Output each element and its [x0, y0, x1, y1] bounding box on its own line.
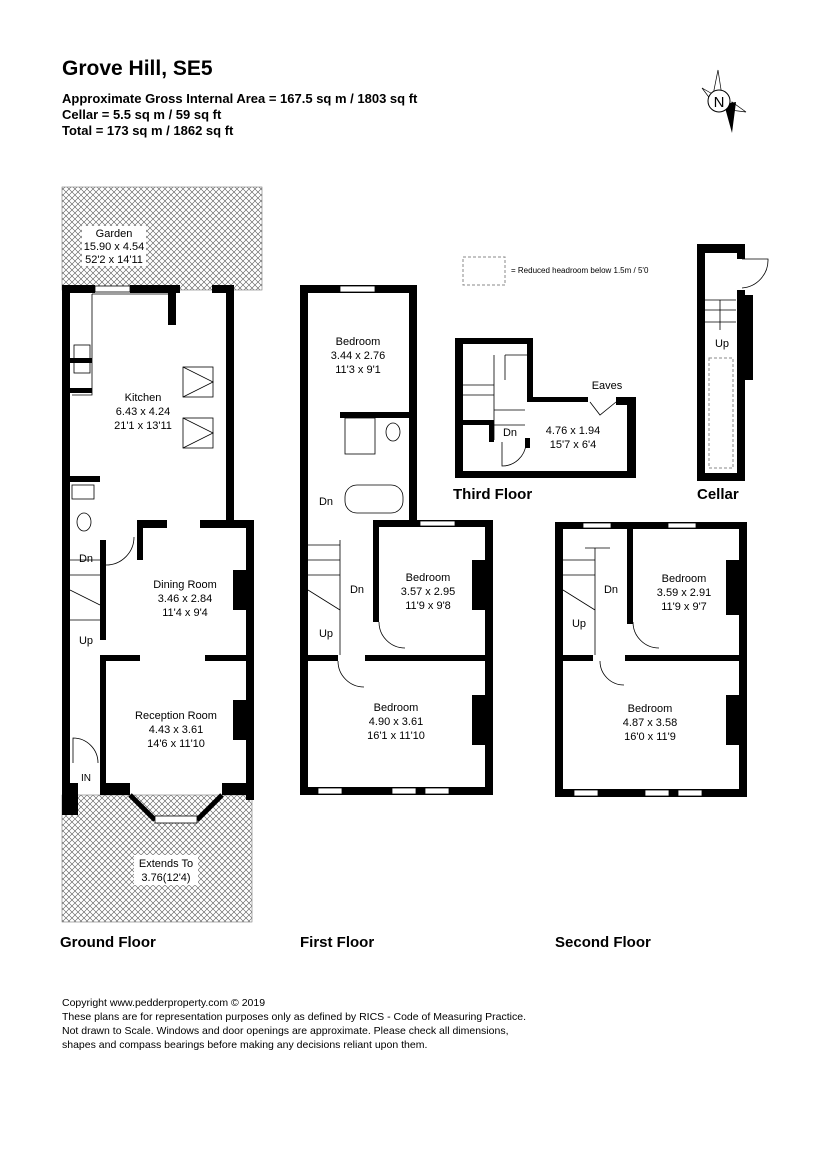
first-dn-label-1: Dn [319, 496, 333, 508]
second-mid-bedroom-metric: 3.59 x 2.91 [657, 587, 711, 599]
dining-name: Dining Room [153, 579, 217, 591]
dining-metric: 3.46 x 2.84 [158, 593, 212, 605]
first-front-bedroom-imperial: 16'1 x 11'10 [367, 730, 425, 742]
eaves-label: Eaves [592, 380, 623, 392]
first-floor-label: First Floor [300, 934, 374, 951]
first-mid-bedroom-metric: 3.57 x 2.95 [401, 586, 455, 598]
front-metric: 3.76(12'4) [141, 872, 190, 884]
third-room-metric: 4.76 x 1.94 [546, 425, 600, 437]
total-area: Total = 173 sq m / 1862 sq ft [62, 123, 234, 138]
page-title: Grove Hill, SE5 [62, 57, 213, 80]
gross-area: Approximate Gross Internal Area = 167.5 … [62, 91, 418, 106]
third-floor-plan: Dn Eaves 4.76 x 1.94 15'7 x 6'4 Third Fl… [453, 338, 636, 503]
third-dn-label: Dn [503, 427, 517, 439]
first-front-bedroom-name: Bedroom [374, 702, 419, 714]
reception-metric: 4.43 x 3.61 [149, 724, 203, 736]
reception-name: Reception Room [135, 710, 217, 722]
first-floor-plan: Dn Dn Up Bedroom 3.44 x 2.76 11'3 x 9'1 … [300, 285, 493, 951]
disclaimer-line-3: shapes and compass bearings before makin… [62, 1039, 428, 1051]
front-name: Extends To [139, 858, 193, 870]
cellar-label: Cellar [697, 486, 739, 503]
third-room-imperial: 15'7 x 6'4 [550, 439, 596, 451]
second-floor-plan: Dn Up Bedroom 3.59 x 2.91 11'9 x 9'7 Bed… [555, 522, 747, 951]
disclaimer-line-2: Not drawn to Scale. Windows and door ope… [62, 1025, 509, 1037]
garden-metric: 15.90 x 4.54 [84, 241, 145, 253]
footer-disclaimer: Copyright www.pedderproperty.com © 2019 … [62, 996, 526, 1052]
first-dn-label-2: Dn [350, 584, 364, 596]
second-mid-bedroom-name: Bedroom [662, 573, 707, 585]
first-mid-bedroom-name: Bedroom [406, 572, 451, 584]
third-floor-label: Third Floor [453, 486, 532, 503]
kitchen-metric: 6.43 x 4.24 [116, 406, 170, 418]
reception-imperial: 14'6 x 11'10 [147, 738, 205, 750]
second-up-label: Up [572, 618, 586, 630]
first-rear-bedroom-name: Bedroom [336, 336, 381, 348]
compass-label: N [714, 94, 725, 111]
ground-floor-plan: Dn Up IN Garden 15.90 x 4.54 52'2 x 14'1… [60, 186, 263, 951]
headroom-legend: = Reduced headroom below 1.5m / 5'0 [462, 256, 649, 286]
first-front-bedroom-metric: 4.90 x 3.61 [369, 716, 423, 728]
reduced-headroom-swatch [462, 256, 506, 286]
cellar-plan: Up Cellar [697, 244, 769, 503]
ground-dn-label: Dn [79, 553, 93, 565]
legend-text: = Reduced headroom below 1.5m / 5'0 [511, 266, 649, 275]
dining-imperial: 11'4 x 9'4 [162, 607, 208, 619]
second-front-bedroom-metric: 4.87 x 3.58 [623, 717, 677, 729]
ground-up-label: Up [79, 635, 93, 647]
garden-imperial: 52'2 x 14'11 [85, 254, 143, 266]
first-rear-bedroom-metric: 3.44 x 2.76 [331, 350, 385, 362]
second-front-bedroom-imperial: 16'0 x 11'9 [624, 731, 676, 743]
first-up-label: Up [319, 628, 333, 640]
second-mid-bedroom-imperial: 11'9 x 9'7 [661, 601, 707, 613]
kitchen-name: Kitchen [125, 392, 162, 404]
second-front-bedroom-name: Bedroom [628, 703, 673, 715]
garden-name: Garden [96, 228, 133, 240]
compass-north-icon: N [701, 69, 747, 133]
ground-floor-label: Ground Floor [60, 934, 156, 951]
copyright-line: Copyright www.pedderproperty.com © 2019 [62, 997, 266, 1009]
first-mid-bedroom-imperial: 11'9 x 9'8 [405, 600, 451, 612]
second-floor-label: Second Floor [555, 934, 651, 951]
first-rear-bedroom-imperial: 11'3 x 9'1 [335, 364, 381, 376]
cellar-up-label: Up [715, 338, 729, 350]
ground-entrance-label: IN [81, 773, 91, 784]
disclaimer-line-1: These plans are for representation purpo… [62, 1011, 526, 1023]
kitchen-imperial: 21'1 x 13'11 [114, 420, 172, 432]
second-dn-label: Dn [604, 584, 618, 596]
cellar-area: Cellar = 5.5 sq m / 59 sq ft [62, 107, 222, 122]
